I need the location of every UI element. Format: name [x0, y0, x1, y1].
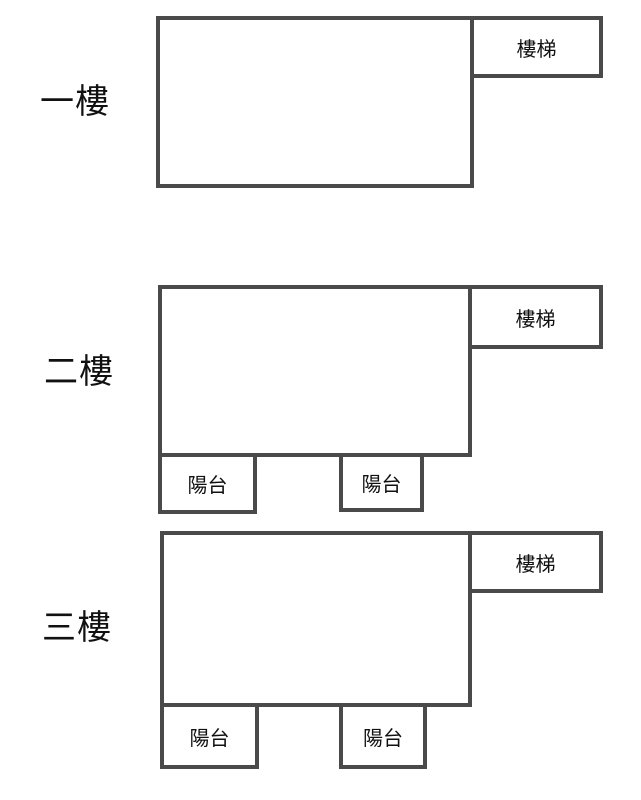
floor-2-balcony-left-label: 陽台 — [187, 473, 228, 497]
floor-1-label: 一樓 — [40, 82, 110, 122]
floor-2-label: 二樓 — [44, 352, 114, 392]
floor-1-stairs: 樓梯 — [470, 16, 603, 78]
floor-3-balcony-left: 陽台 — [160, 703, 259, 769]
floor-2-stairs: 樓梯 — [468, 285, 603, 349]
floor-3-stairs-label: 樓梯 — [515, 551, 556, 576]
floor-3-stairs: 樓梯 — [468, 531, 603, 593]
floor-3-balcony-right: 陽台 — [339, 703, 427, 769]
floor-2-balcony-left: 陽台 — [158, 453, 257, 514]
floor-2-main-room — [158, 285, 472, 457]
floor-2-stairs-label: 樓梯 — [515, 306, 556, 331]
floor-1-main-room — [156, 16, 474, 188]
floor-2-balcony-right: 陽台 — [339, 453, 424, 512]
floor-3-main-room — [160, 531, 472, 707]
floor-3-balcony-right-label: 陽台 — [363, 725, 403, 750]
floor-3-label: 三樓 — [42, 608, 112, 648]
floor-3-balcony-left-label: 陽台 — [189, 725, 230, 750]
floor-1-stairs-label: 樓梯 — [516, 36, 557, 61]
floor-2-balcony-right-label: 陽台 — [361, 472, 402, 496]
